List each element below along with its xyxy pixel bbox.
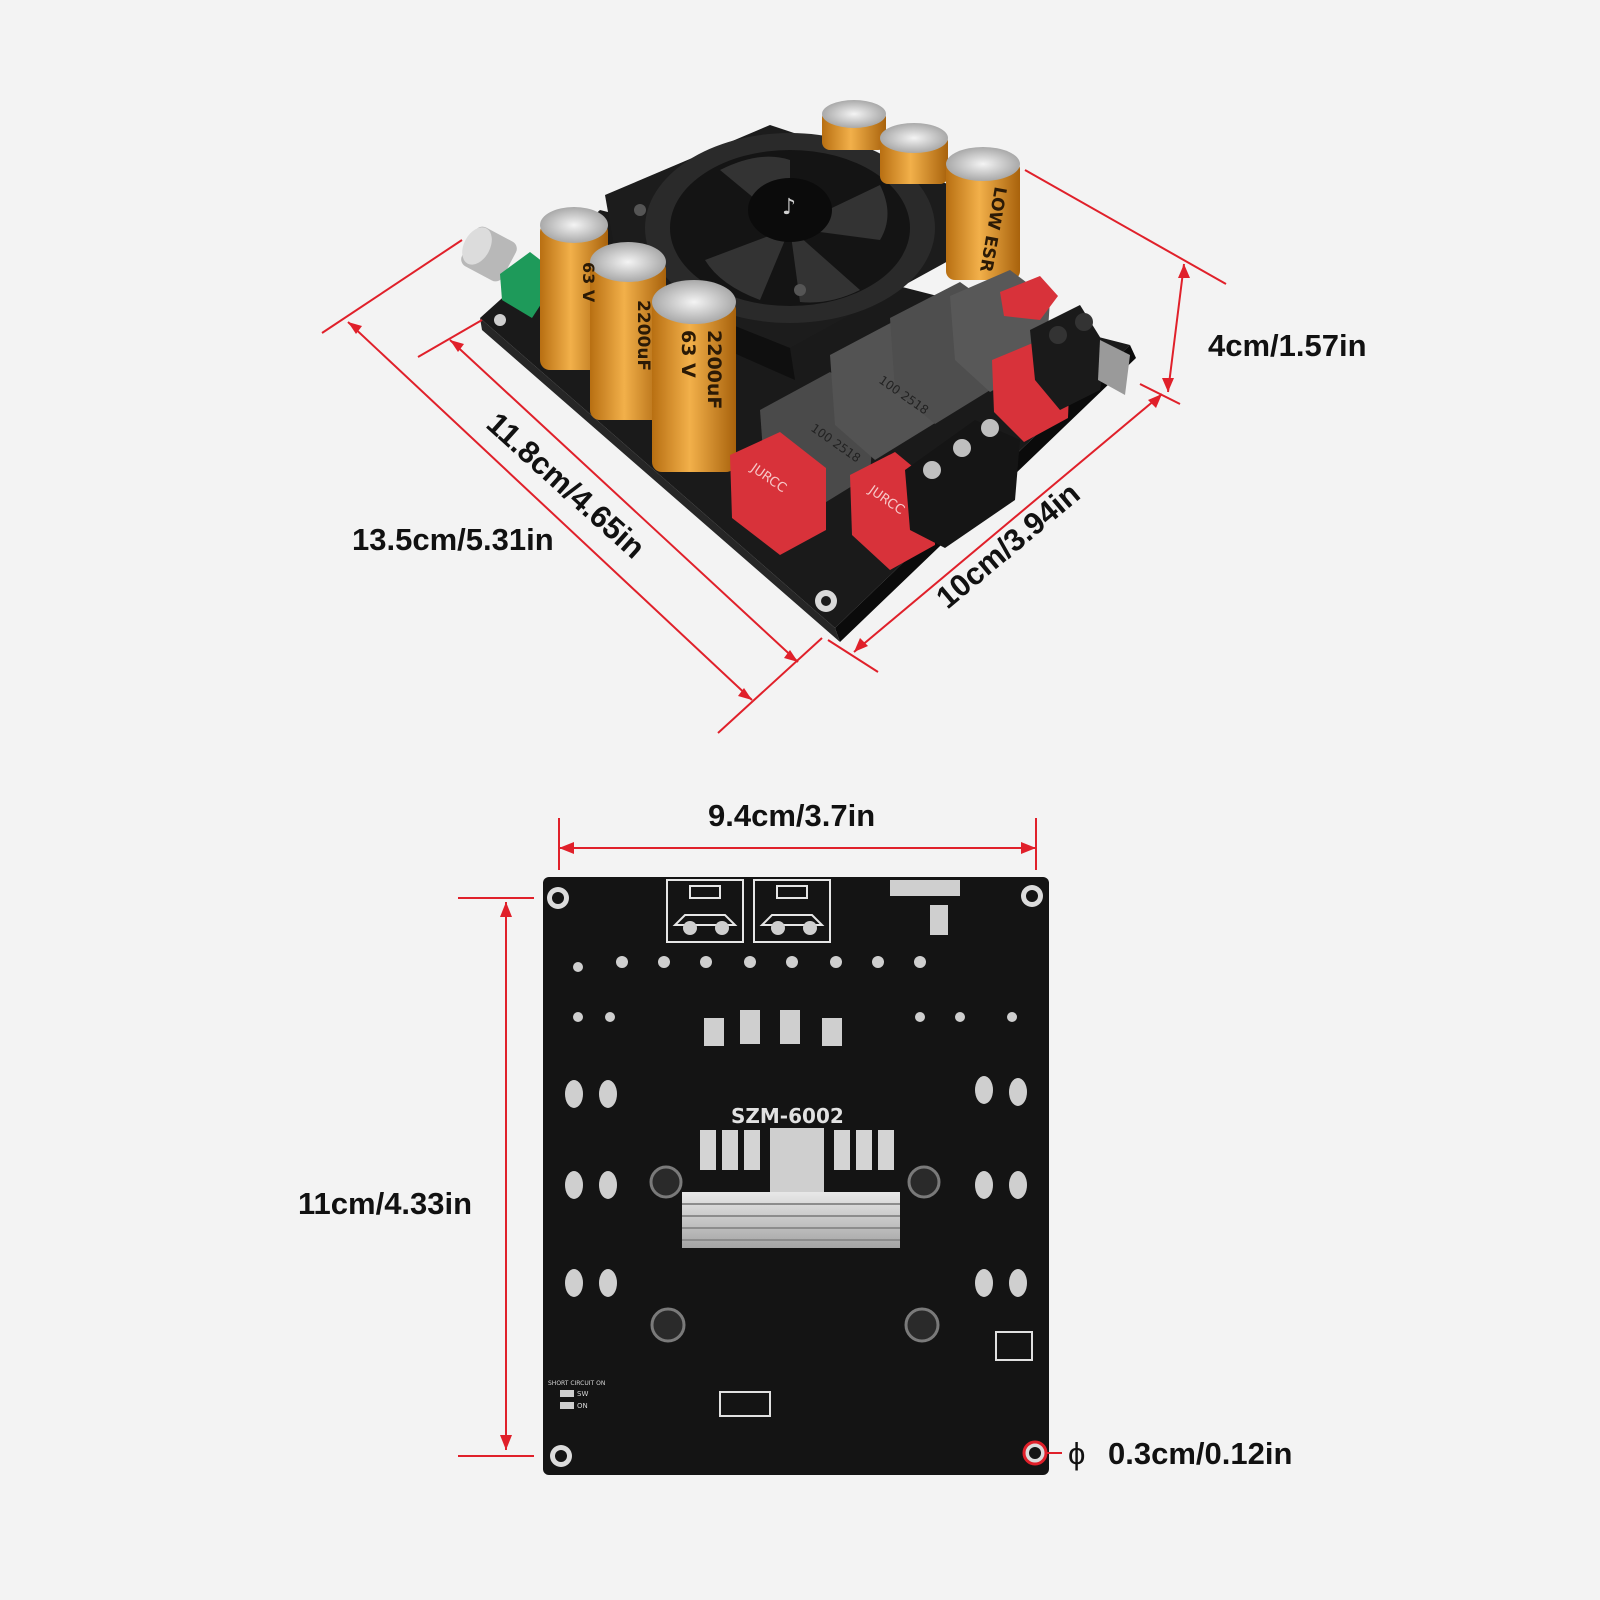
hole-diameter-symbol: ϕ: [1068, 1436, 1086, 1471]
dim-height-label: 4cm/1.57in: [1208, 328, 1367, 363]
svg-text:♪: ♪: [782, 195, 796, 220]
solder-pads: [565, 956, 1027, 1297]
bottom-board-photo: SZM-6002 SHORT CIRCUIT ON SW ON: [543, 877, 1049, 1475]
bottom-dimension-lines: [458, 818, 1062, 1466]
capacitors-back: LOW ESR: [822, 100, 1020, 280]
silk-short-circuit: SHORT CIRCUIT ON: [548, 1380, 605, 1387]
power-connector: [1030, 305, 1130, 410]
board-model-label: SZM-6002: [731, 1104, 844, 1128]
heatsink-pad: [682, 1128, 900, 1248]
silk-on: ON: [577, 1402, 588, 1410]
dim-width-long-label: 13.5cm/5.31in: [352, 522, 554, 557]
dim-bottom-height-label: 11cm/4.33in: [298, 1186, 473, 1221]
silk-sw: SW: [577, 1390, 588, 1398]
capacitor-voltage-label: 63 V: [677, 330, 699, 378]
top-board-photo: ♪ 2200uF 63 V 2200uF 63 V: [461, 100, 1136, 642]
top-dimension-lines: [321, 169, 1227, 734]
hole-diameter-label: 0.3cm/0.12in: [1108, 1436, 1293, 1471]
inductors: 100 2518 100 2518: [760, 270, 1050, 515]
capacitor-value-label: 2200uF: [703, 330, 725, 409]
capacitor-value-label-2: 2200uF: [633, 300, 653, 371]
capacitors-front: 2200uF 63 V 2200uF 63 V: [540, 207, 736, 472]
mounting-screws: [649, 1165, 941, 1343]
top-dimension-arrowheads: [348, 264, 1190, 700]
bottom-dimension-arrowheads: [500, 842, 1036, 1450]
capacitor-voltage-label-2: 63 V: [579, 262, 598, 303]
speaker-silk-icons: [666, 879, 831, 943]
speaker-terminals: [905, 419, 1020, 548]
dim-bottom-width-label: 9.4cm/3.7in: [708, 798, 876, 833]
